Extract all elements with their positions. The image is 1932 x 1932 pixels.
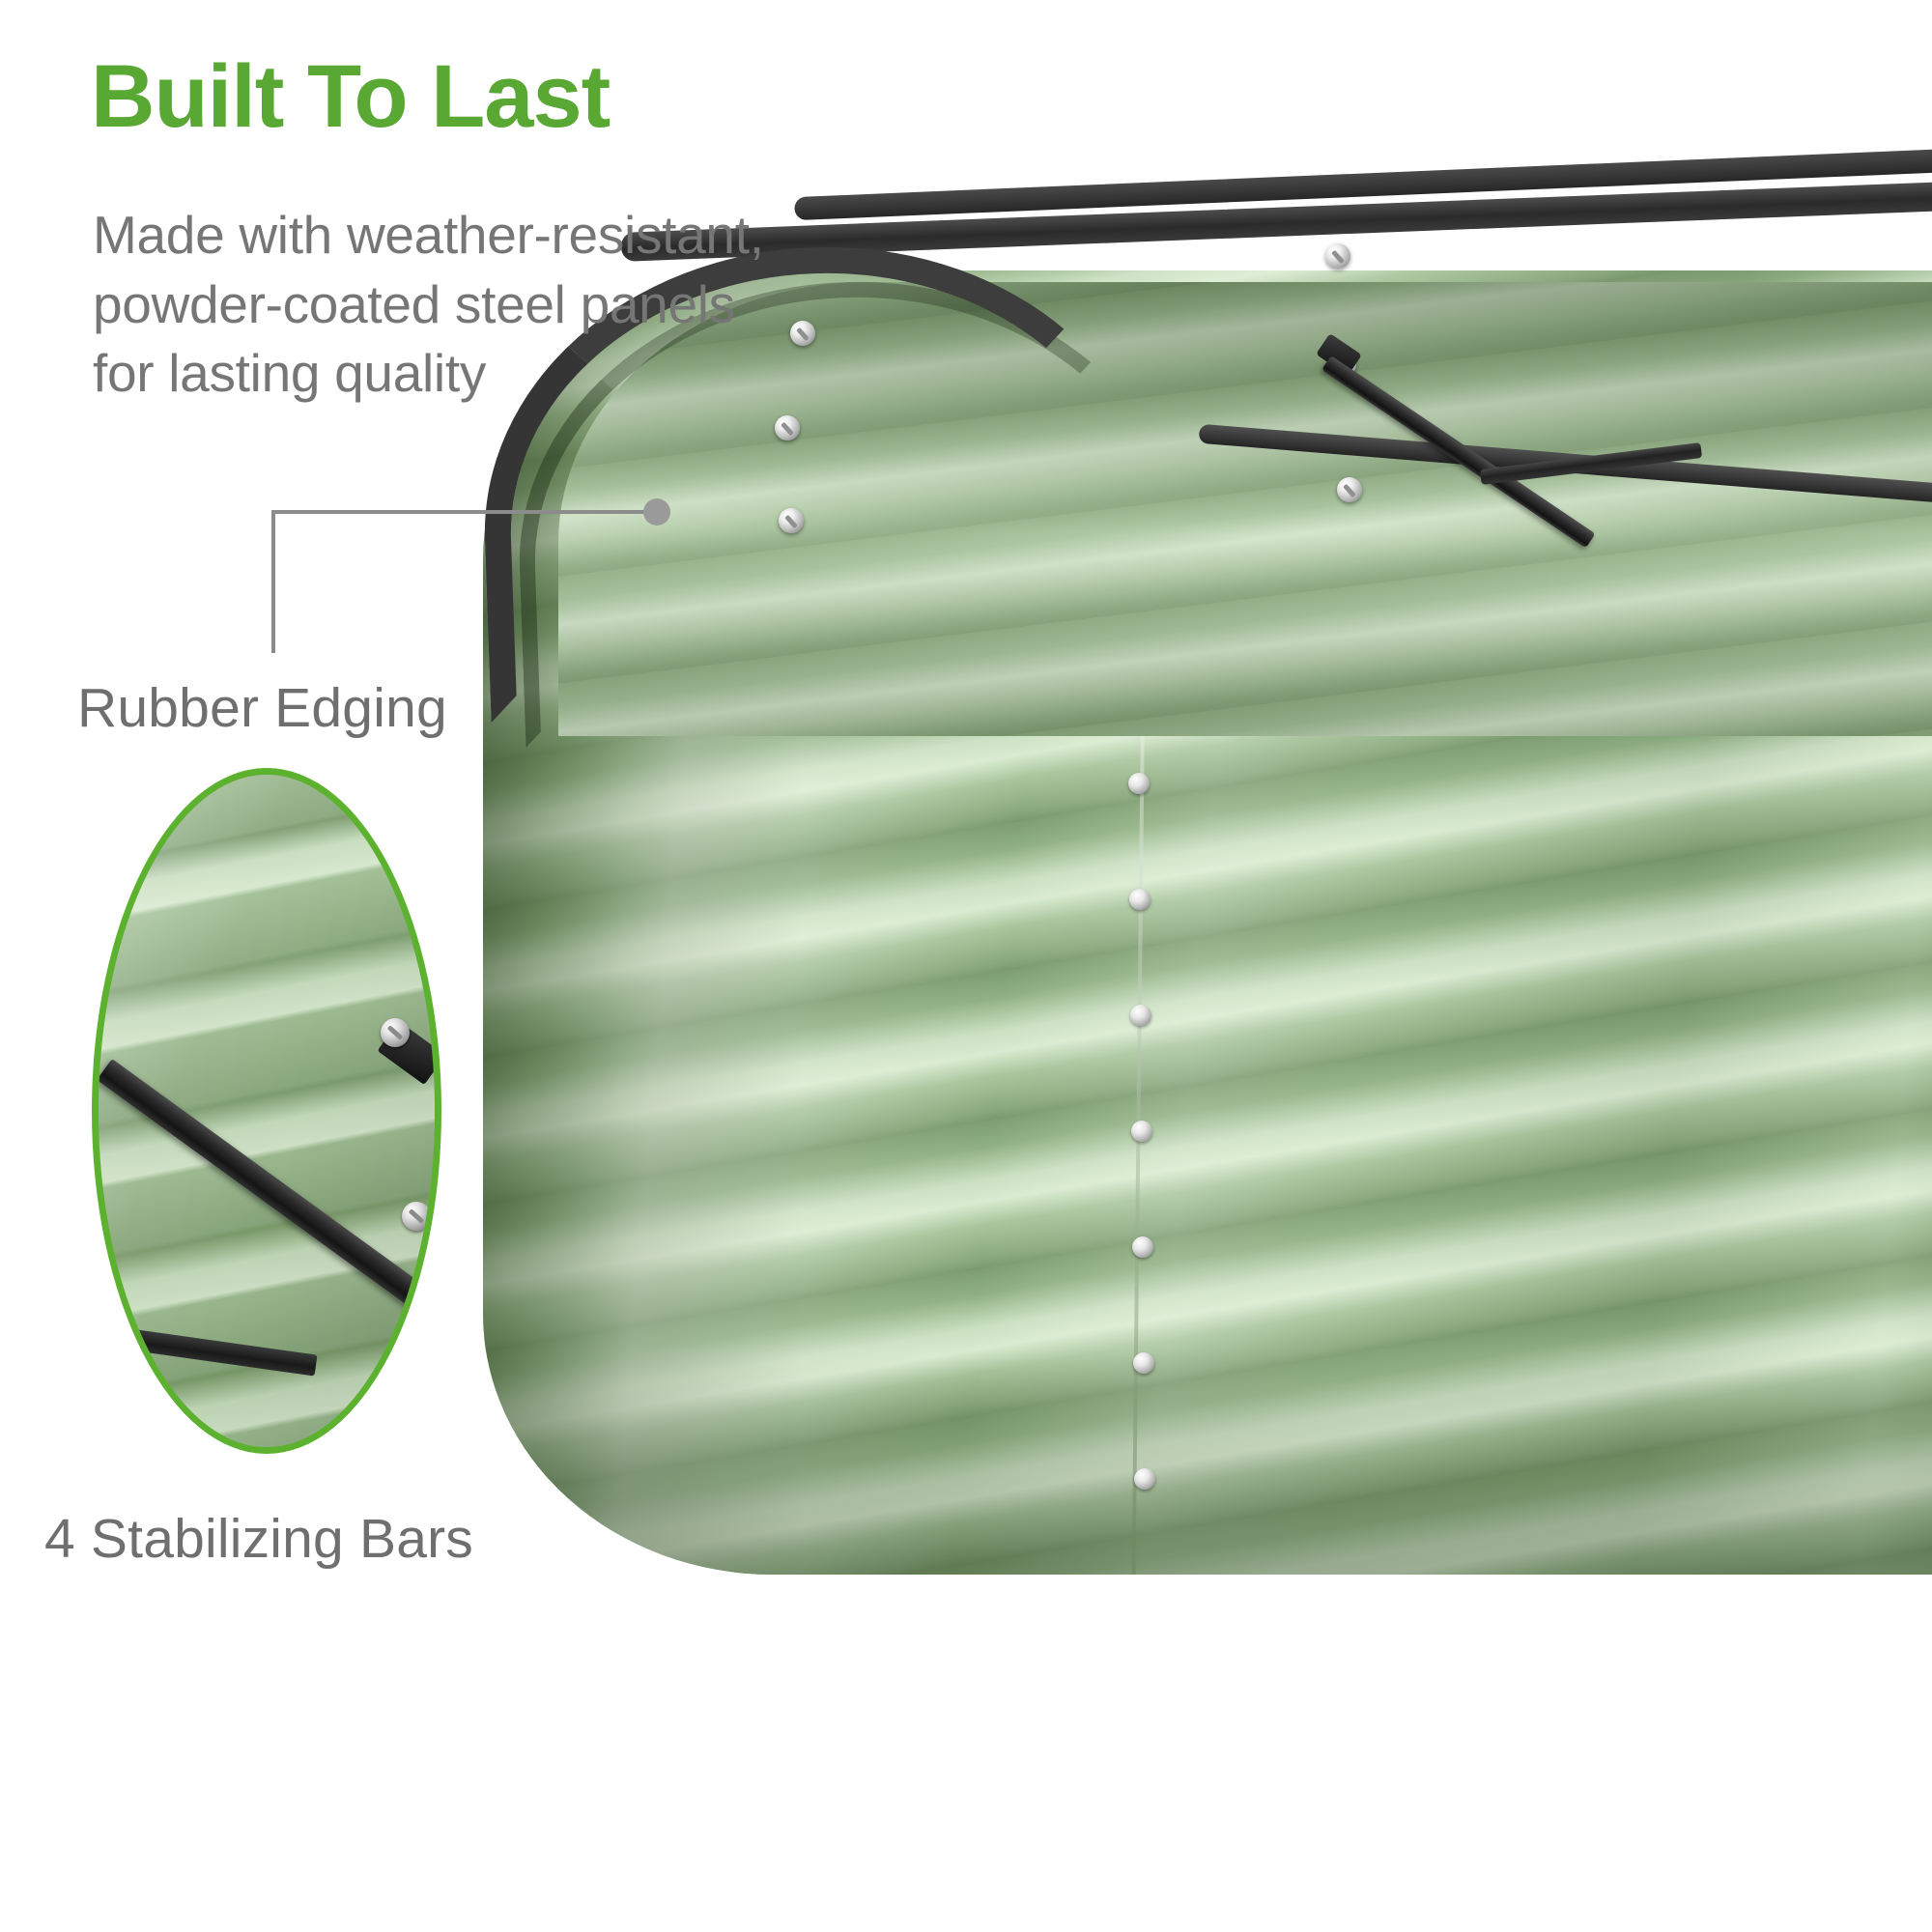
- rivet-icon: [1131, 1121, 1152, 1142]
- bolt-icon: [1337, 477, 1362, 502]
- bolt-icon: [779, 508, 804, 533]
- rivet-icon: [1129, 889, 1151, 910]
- callout-leader-horizontal: [271, 510, 658, 514]
- inset-content: [99, 775, 435, 1447]
- rivet-icon: [1132, 1236, 1153, 1258]
- bolt-icon: [402, 1202, 431, 1231]
- subtitle-block: Made with weather-resistant, powder-coat…: [93, 201, 764, 409]
- subtitle-line-3: for lasting quality: [93, 343, 487, 403]
- inset-circle-stabilizing-bars: [92, 768, 441, 1454]
- panel-bottom-shading: [483, 1352, 1932, 1575]
- bolt-icon: [126, 1349, 147, 1370]
- dot-terminator-icon: [643, 498, 670, 526]
- bolt-icon: [775, 415, 800, 440]
- subtitle-line-1: Made with weather-resistant,: [93, 205, 764, 265]
- bolt-icon: [1325, 243, 1350, 269]
- bolt-icon: [381, 1018, 410, 1047]
- rivet-icon: [1128, 773, 1150, 794]
- rivet-icon: [1134, 1468, 1155, 1490]
- subtitle-line-2: powder-coated steel panels: [93, 273, 735, 334]
- product-image-raised-garden-bed: [474, 146, 1932, 1586]
- callout-label-rubber-edging: Rubber Edging: [77, 677, 447, 739]
- callout-leader-vertical: [271, 510, 275, 653]
- callout-label-stabilizing-bars: 4 Stabilizing Bars: [44, 1508, 473, 1570]
- page-title: Built To Last: [91, 47, 611, 146]
- bolt-icon: [790, 321, 815, 346]
- rivet-icon: [1130, 1005, 1151, 1026]
- rivet-icon: [1133, 1352, 1154, 1374]
